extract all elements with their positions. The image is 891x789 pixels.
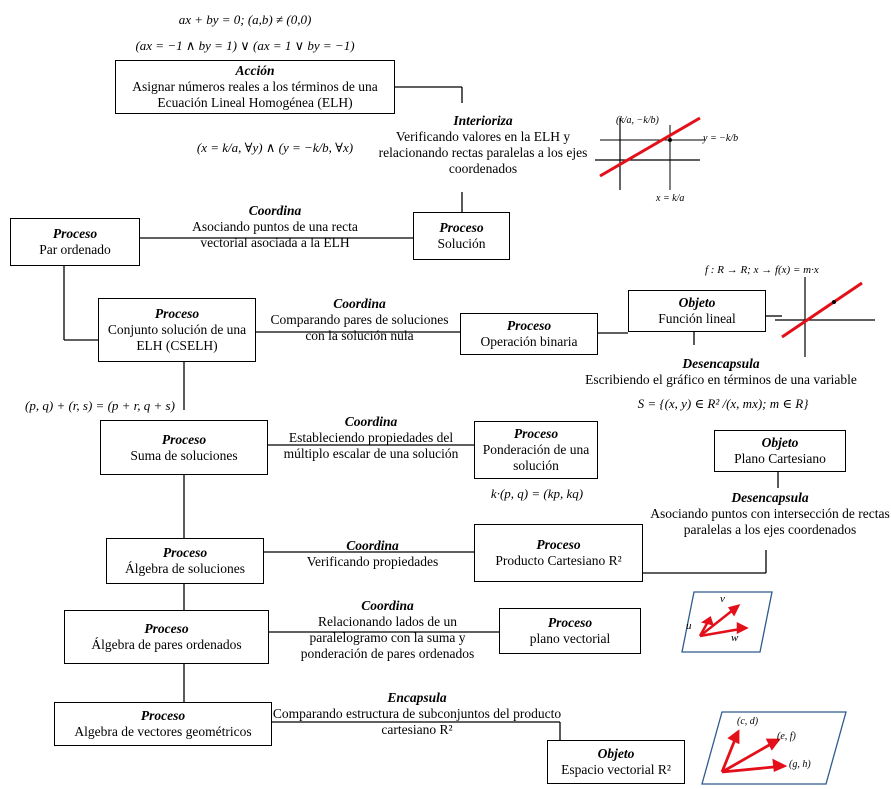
relation-coordina-3: Coordina Estableciendo propiedades del m… [276, 414, 466, 462]
node-plano-vectorial: Proceso plano vectorial [499, 608, 641, 654]
node-type: Proceso [513, 426, 559, 441]
node-type: Proceso [154, 306, 200, 321]
point-cd-label: (c, d) [737, 716, 759, 727]
graph-x-label: x = k/a [656, 193, 685, 204]
relation-text: Relacionando lados de un paralelogramo c… [300, 614, 475, 661]
relation-label: Encapsula [387, 690, 447, 705]
node-ponderacion: Proceso Ponderación de una solución [474, 421, 598, 479]
relation-label: Interioriza [453, 113, 513, 128]
node-algebra-pares: Proceso Álgebra de pares ordenados [64, 610, 269, 664]
point-gh-label: (g, h) [789, 759, 811, 770]
node-algebra-soluciones: Proceso Álgebra de soluciones [106, 538, 264, 584]
node-text: Álgebra de soluciones [125, 561, 245, 576]
relation-label: Desencapsula [682, 356, 760, 371]
node-text: Algebra de vectores geométricos [74, 724, 252, 739]
node-text: Suma de soluciones [130, 447, 238, 463]
node-type: Proceso [506, 318, 552, 333]
node-operacion-binaria: Proceso Operación binaria [460, 313, 598, 355]
node-type: Objeto [597, 746, 635, 761]
node-text: Par ordenado [39, 242, 111, 257]
node-solucion: Proceso Solución [413, 212, 510, 260]
node-text: Espacio vectorial R² [561, 762, 671, 777]
node-text: Conjunto solución de una ELH (CSELH) [107, 322, 247, 353]
relation-label: Coordina [248, 203, 302, 218]
node-type: Acción [235, 63, 275, 78]
sum-rule-math: (p, q) + (r, s) = (p + r, q + s) [25, 398, 175, 413]
relation-coordina-2: Coordina Comparando pares de soluciones … [262, 296, 457, 344]
node-par-ordenado: Proceso Par ordenado [10, 218, 140, 266]
relation-label: Coordina [346, 538, 399, 553]
relation-text: Asociando puntos con intersección de rec… [650, 506, 890, 537]
top-equation: ax + by = 0; (a,b) ≠ (0,0) [178, 12, 312, 27]
node-type: Objeto [678, 295, 716, 310]
graph-point-label: (k/a, −k/b) [616, 115, 659, 126]
node-plano-cartesiano: Objeto Plano Cartesiano [714, 430, 846, 472]
node-text: Plano Cartesiano [734, 451, 826, 466]
relation-text: Asociando puntos de una recta vectorial … [192, 219, 358, 250]
relation-text: Verificando valores en la ELH y relacion… [378, 129, 588, 176]
relation-text: Escribiendo el gráfico en términos de un… [585, 372, 857, 387]
relation-label: Coordina [333, 296, 386, 311]
node-type: Proceso [547, 615, 593, 630]
node-type: Proceso [161, 431, 207, 447]
node-text: Función lineal [658, 311, 736, 326]
solution-sets-math: (x = k/a, ∀y) ∧ (y = −k/b, ∀x) [196, 140, 354, 155]
relation-label: Coordina [344, 414, 398, 429]
relation-text: Estableciendo propiedades del múltiplo e… [283, 430, 459, 461]
relation-text: Comparando pares de soluciones con la so… [270, 312, 449, 343]
set-s-math: S = {(x, y) ∈ R² /(x, mx); m ∈ R} [637, 396, 809, 411]
node-type: Proceso [52, 226, 98, 241]
relation-coordina-4: Coordina Verificando propiedades [285, 538, 460, 570]
node-algebra-vectores: Proceso Algebra de vectores geométricos [54, 702, 272, 746]
scalar-rule-math: k·(p, q) = (kp, kq) [490, 486, 584, 501]
lines-graph [595, 116, 705, 190]
linear-function-graph [775, 277, 875, 357]
node-type: Objeto [761, 435, 799, 450]
node-text: plano vectorial [529, 631, 611, 646]
relation-coordina-1: Coordina Asociando puntos de una recta v… [135, 203, 415, 251]
node-text: Operación binaria [480, 334, 578, 349]
node-type: Proceso [140, 708, 186, 723]
node-text: Asignar números reales a los términos de… [132, 79, 378, 110]
vector-sum-figure [681, 591, 773, 653]
node-funcion-lineal: Objeto Función lineal [628, 290, 766, 332]
relation-interioriza: Interioriza Verificando valores en la EL… [378, 113, 588, 177]
node-text: Solución [437, 236, 486, 251]
relation-label: Coordina [361, 598, 414, 613]
node-type: Proceso [439, 220, 484, 235]
node-type: Proceso [536, 537, 581, 552]
node-type: Proceso [144, 621, 189, 636]
relation-text: Verificando propiedades [306, 554, 439, 569]
relation-desencapsula-1: Desencapsula Escribiendo el gráfico en t… [556, 356, 886, 388]
graph-y-label: y = −k/b [703, 133, 739, 144]
node-suma: Proceso Suma de soluciones [100, 420, 268, 475]
node-cselh: Proceso Conjunto solución de una ELH (CS… [98, 298, 256, 362]
relation-text: Comparando estructura de subconjuntos de… [272, 706, 562, 737]
node-text: Álgebra de pares ordenados [91, 637, 242, 652]
node-text: Producto Cartesiano R² [495, 553, 622, 568]
relation-encapsula: Encapsula Comparando estructura de subco… [272, 690, 562, 738]
node-accion: Acción Asignar números reales a los térm… [115, 60, 395, 114]
vector-v-label: v [720, 593, 725, 605]
node-text: Ponderación de una solución [482, 442, 590, 473]
vector-w-label: w [731, 632, 739, 644]
vector-u-label: u [686, 620, 692, 632]
node-espacio-vectorial: Objeto Espacio vectorial R² [547, 740, 685, 784]
node-type: Proceso [162, 545, 208, 560]
top-condition: (ax = −1 ∧ by = 1) ∨ (ax = 1 ∨ by = −1) [135, 38, 355, 53]
point-ef-label: (e, f) [777, 731, 796, 742]
relation-coordina-5: Coordina Relacionando lados de un parale… [285, 598, 490, 662]
node-producto-cartesiano: Proceso Producto Cartesiano R² [474, 524, 643, 582]
linear-function-math: f : R → R; x → f(x) = m·x [705, 264, 819, 276]
vector-space-figure [701, 711, 847, 785]
relation-label: Desencapsula [731, 490, 809, 505]
relation-desencapsula-2: Desencapsula Asociando puntos con inters… [650, 490, 890, 538]
